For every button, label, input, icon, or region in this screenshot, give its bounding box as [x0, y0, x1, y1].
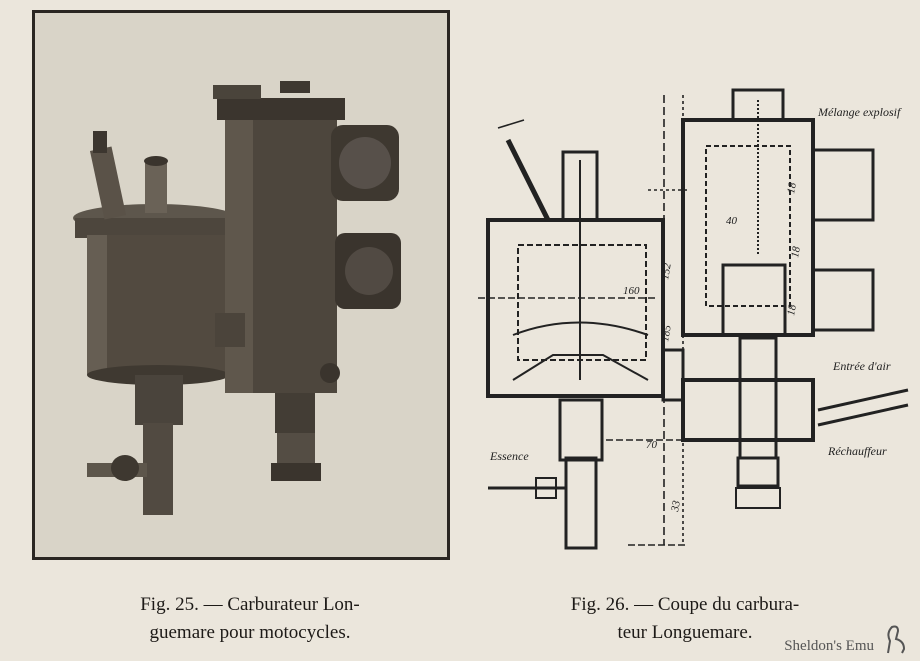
- emu-logo-icon: [887, 625, 906, 654]
- dimension-18a: 18: [785, 181, 799, 194]
- figure-26-caption: Fig. 26. — Coupe du carbura- teur Longue…: [505, 591, 865, 647]
- dimension-70: 70: [646, 439, 658, 451]
- carburetor-photo-illustration: [35, 13, 447, 557]
- figure-26-caption-line2: teur Longuemare.: [617, 622, 753, 643]
- figure-26-caption-line1: Fig. 26. — Coupe du carbura-: [570, 594, 800, 615]
- label-essence: Essence: [489, 449, 529, 463]
- label-melange: Mélange explosif: [817, 105, 902, 119]
- float-outline: [517, 244, 647, 361]
- section-drawing-labels: Mélange explosif Entrée d'air Réchauffeu…: [489, 105, 902, 514]
- carburetor-photo: [32, 10, 450, 560]
- watermark-text: Sheldon's Emu: [784, 638, 874, 654]
- carburetor-section-drawing: Mélange explosif Entrée d'air Réchauffeu…: [478, 80, 916, 560]
- dimension-33: 33: [669, 499, 683, 513]
- figure-25-caption-line1: Fig. 25. — Carburateur Lon-: [140, 594, 360, 615]
- figure-25-caption: Fig. 25. — Carburateur Lon- guemare pour…: [60, 591, 440, 647]
- section-drawing-svg: [478, 88, 909, 550]
- label-entree-air: Entrée d'air: [832, 359, 891, 373]
- dimension-40: 40: [726, 215, 738, 227]
- figure-25-caption-line2: guemare pour motocycles.: [149, 622, 351, 643]
- dimension-152: 152: [659, 262, 674, 281]
- dimension-18b: 18: [789, 245, 803, 258]
- dimension-160: 160: [623, 285, 640, 297]
- dimension-18c: 18: [785, 303, 799, 316]
- dimension-185: 185: [659, 324, 674, 343]
- label-rechauffeur: Réchauffeur: [827, 444, 887, 458]
